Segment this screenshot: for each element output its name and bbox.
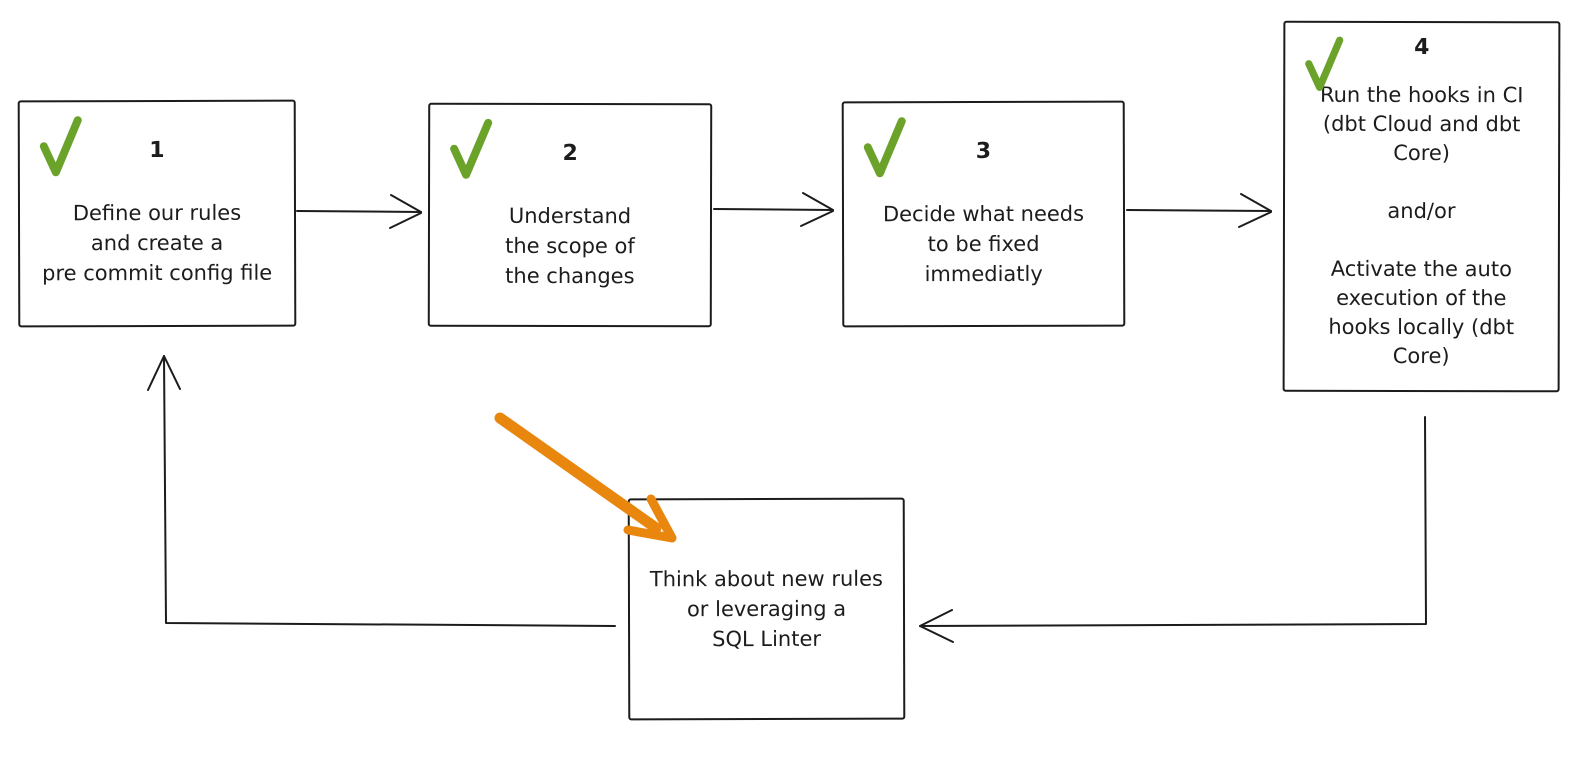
arrow-loop-box-to-step1 [147,355,616,627]
step-text-line [1285,168,1558,198]
arrow-step2-to-step3 [713,192,834,227]
step-text-line: the changes [505,263,635,289]
step-box-2: 2 Understand the scope of the changes [427,102,713,328]
step-text-line: Decide what needs [882,201,1085,227]
arrow-step4-to-loop-box [919,416,1427,643]
step-text-line: immediatly [924,261,1043,287]
checkmark-icon [39,116,82,177]
step-text: Run the hooks in CI (dbt Cloud and dbt C… [1285,81,1559,372]
loop-text-line: SQL Linter [712,626,822,652]
arrow-step1-to-step2 [296,194,422,229]
step-text-line: (dbt Cloud and dbt [1322,111,1521,137]
step-text-line: and/or [1387,198,1456,224]
loop-text-line: or leveraging a [686,596,847,622]
step-text-line: hooks locally (dbt [1328,314,1515,340]
step-text-line: Core) [1392,343,1450,369]
step-text-line: execution of the [1336,285,1507,311]
step-text-line: Core) [1393,140,1451,166]
loop-text-line: Think about new rules [649,566,883,592]
checkmark-icon [863,117,906,178]
loop-box-text: Think about new rules or leveraging a SQ… [630,500,903,655]
step-text-line: Define our rules [72,200,242,226]
step-text: Decide what needs to be fixed immediatly [844,199,1123,290]
loop-box: Think about new rules or leveraging a SQ… [627,497,906,721]
step-text-line: the scope of [505,233,635,259]
step-text: Define our rules and create a pre commit… [20,198,294,289]
arrow-step3-to-step4 [1126,193,1272,228]
step-text-line: Understand [508,203,632,229]
step-box-4: 4 Run the hooks in CI (dbt Cloud and dbt… [1282,20,1561,393]
step-box-1: 1 Define our rules and create a pre comm… [17,99,297,328]
step-text-line: to be fixed [927,231,1040,257]
step-text-line [1285,226,1558,256]
step-text: Understand the scope of the changes [430,201,710,292]
step-text-line: and create a [90,230,224,256]
checkmark-icon [450,118,493,179]
step-text-line: Activate the auto [1330,256,1512,282]
step-box-3: 3 Decide what needs to be fixed immediat… [841,100,1126,328]
step-text-line: pre commit config file [42,260,273,286]
checkmark-icon [1305,36,1344,91]
